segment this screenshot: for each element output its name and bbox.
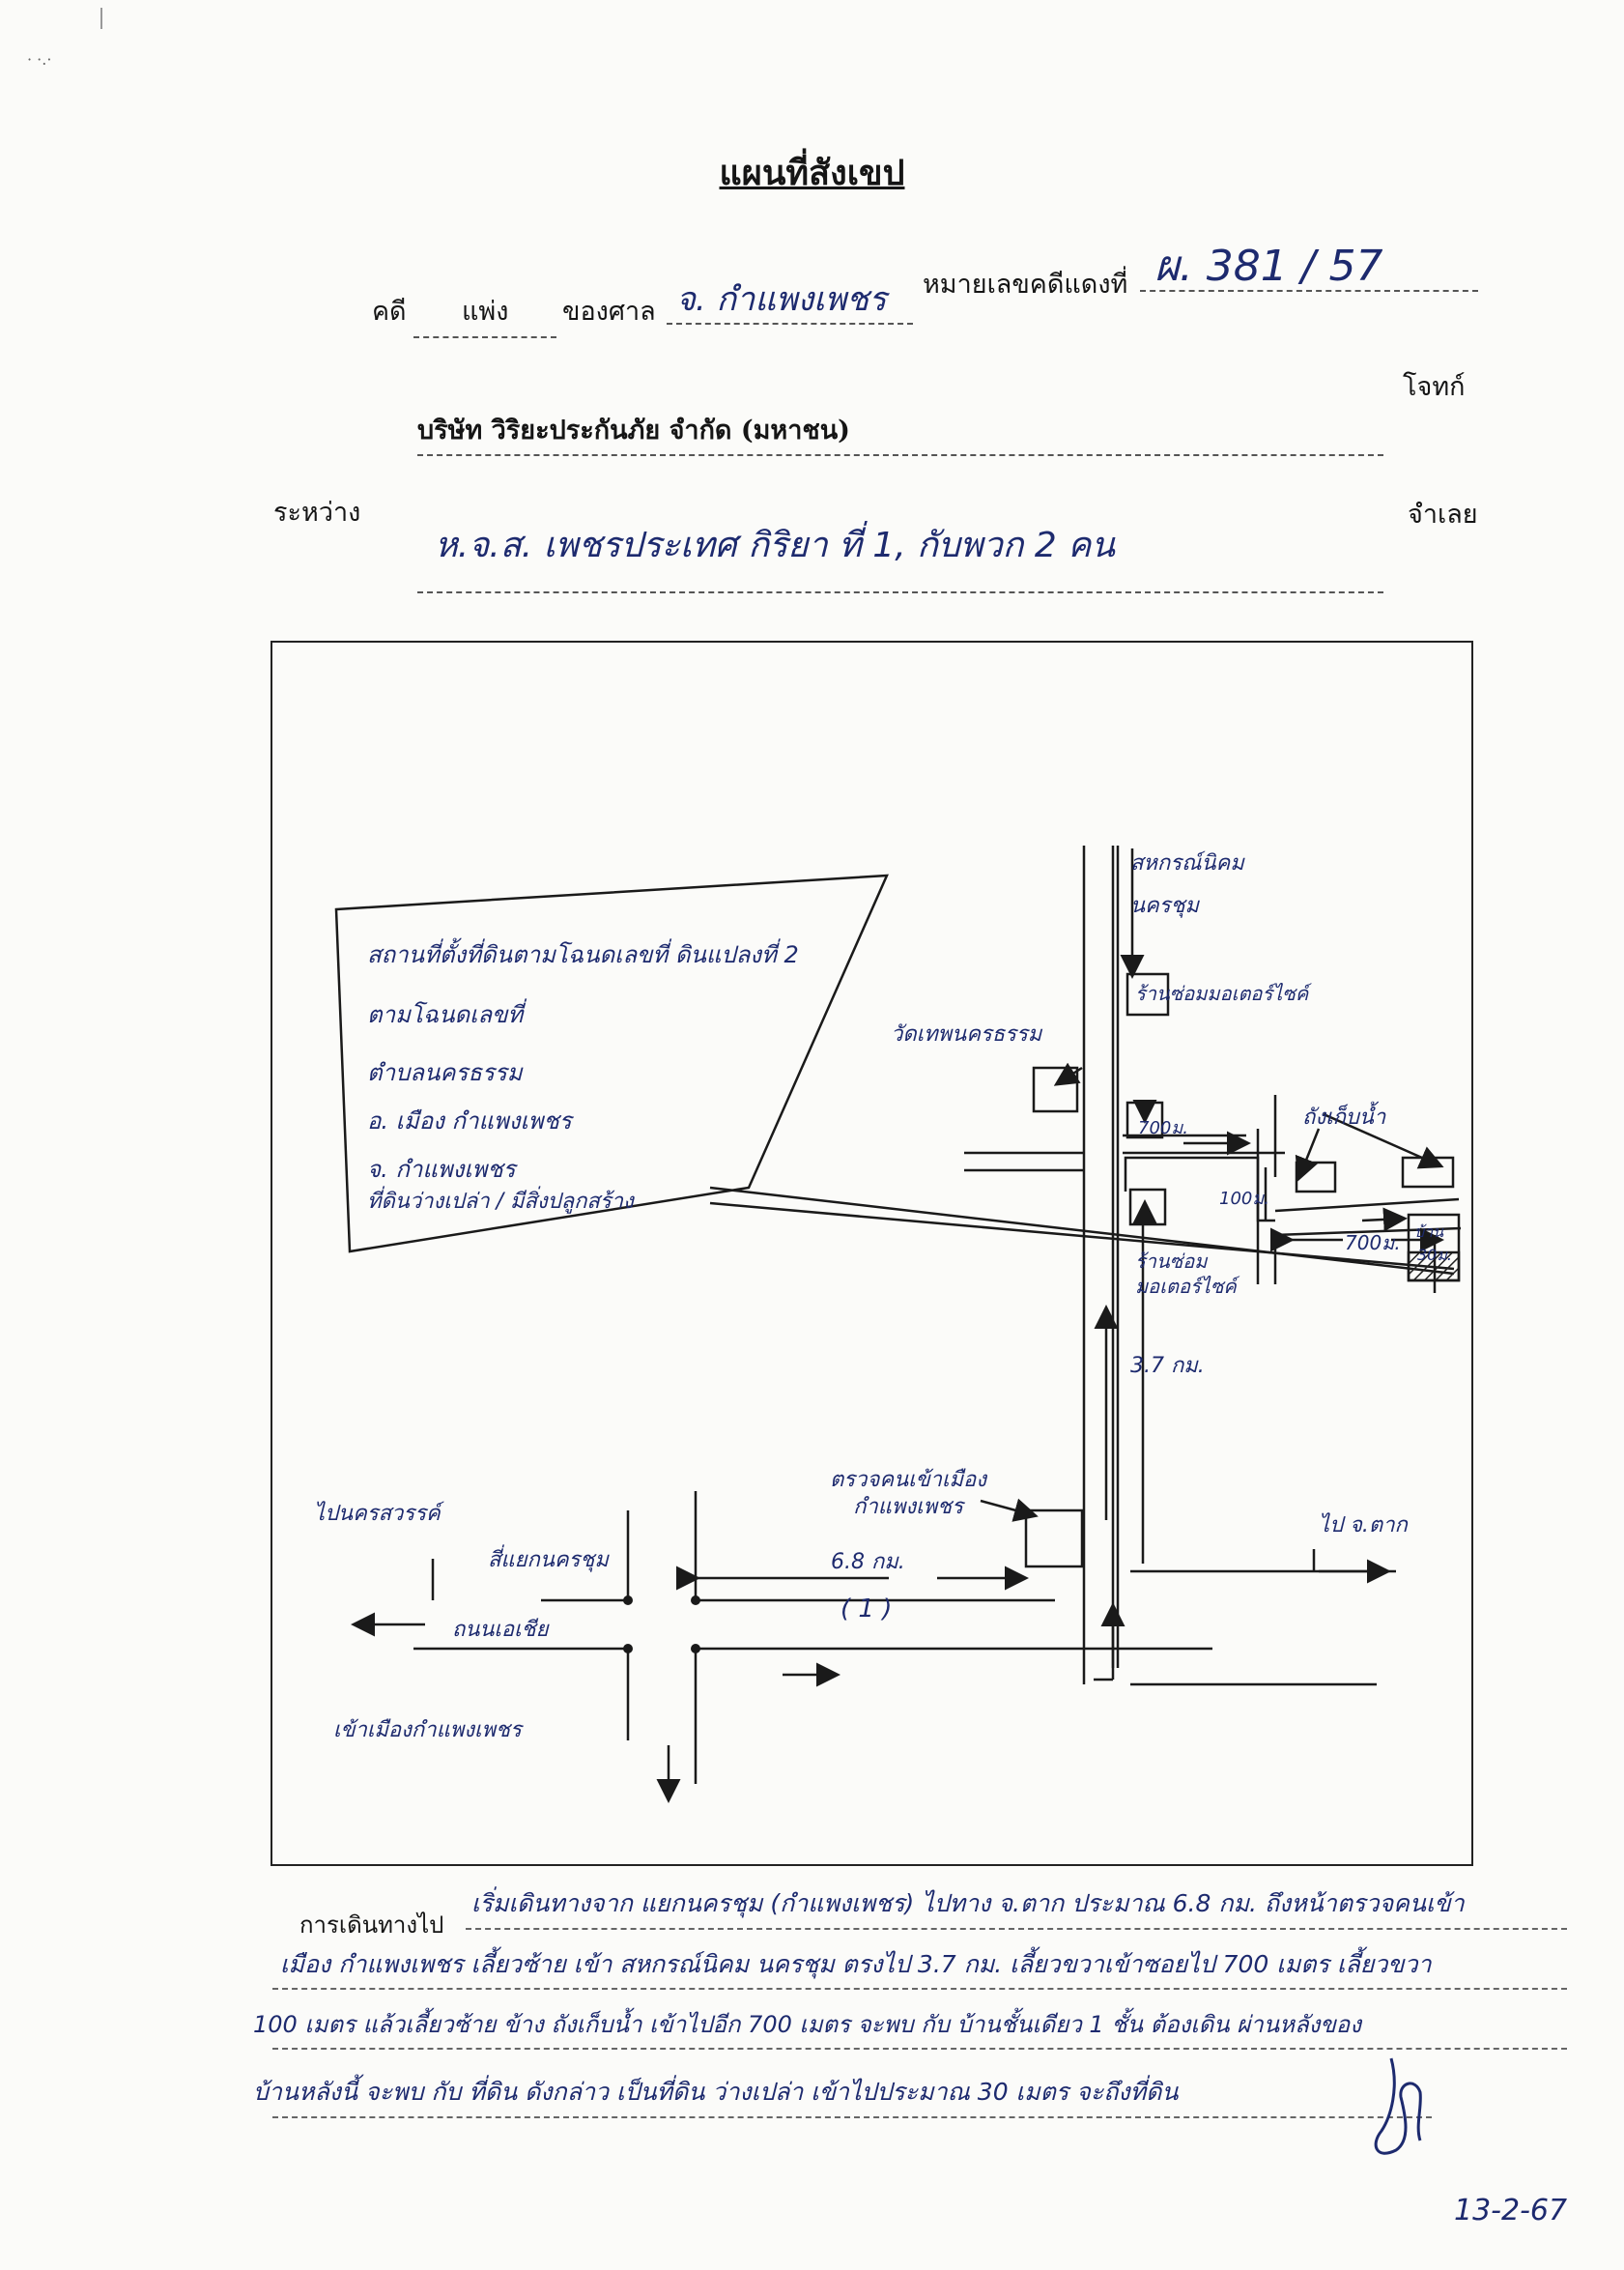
callout-line-4: อ. เมือง กำแพงเพชร — [367, 1107, 572, 1135]
defendant-name: ห.จ.ส. เพชรประเทศ กิริยา ที่ 1, กับพวก 2… — [435, 526, 1115, 565]
water-tower-2 — [1401, 1156, 1455, 1189]
plaintiff-name: บริษัท วิริยะประกันภัย จำกัด (มหาชน) — [417, 416, 850, 445]
directions-line-2: เมือง กำแพงเพชร เลี้ยวซ้าย เข้า สหกรณ์นิ… — [280, 1950, 1432, 1978]
footer-date: 13-2-67 — [1454, 2194, 1568, 2227]
defendant-line — [417, 591, 1383, 593]
house-road-top — [1274, 1197, 1460, 1213]
shop-bottom-building — [1128, 1188, 1167, 1226]
scan-mark — [100, 8, 102, 29]
label-dist-68: 6.8 กม. — [831, 1550, 905, 1574]
plaintiff-role: โจทก์ — [1403, 372, 1466, 402]
label-dist-30: 30ม. — [1417, 1246, 1452, 1264]
court-line — [667, 323, 913, 325]
page-title: แผนที่สังเขป — [719, 153, 905, 193]
plaintiff-line — [417, 454, 1383, 456]
directions-line-4: บ้านหลังนี้ จะพบ กับ ที่ดิน ดังกล่าว เป็… — [253, 2078, 1179, 2106]
route-turn-right — [1124, 1156, 1275, 1222]
sketch-map — [334, 846, 1462, 1803]
police-pointer — [980, 1498, 1039, 1522]
label-water-tower: ถังเก็บน้ำ — [1302, 1106, 1386, 1130]
label-dist-37: 3.7 กม. — [1130, 1354, 1205, 1378]
label-marker: ( 1 ) — [840, 1595, 893, 1623]
label-coop: สหกรณ์นิคม นครชุม — [1130, 851, 1244, 918]
defendant-role: จำเลย — [1408, 500, 1478, 530]
label-dist-700-top: 700ม. — [1138, 1118, 1188, 1138]
case-number-label: หมายเลขคดีแดงที่ — [923, 270, 1128, 300]
scan-specks: · ·.· — [27, 50, 52, 69]
callout-line-5: จ. กำแพงเพชร — [367, 1156, 516, 1183]
callout-line-6: ที่ดินว่างเปล่า / มีสิ่งปลูกสร้าง — [367, 1190, 634, 1214]
court-name: จ. กำแพงเพชร — [676, 280, 887, 319]
directions-label: การเดินทางไป — [299, 1911, 444, 1939]
label-to-city: เข้าเมืองกำแพงเพชร — [333, 1718, 522, 1742]
label-shop-bottom: ร้านซ่อม มอเตอร์ไซค์ — [1135, 1250, 1237, 1298]
callout-pointer-2 — [709, 1201, 1455, 1271]
label-dist-100: 100ม. — [1219, 1189, 1269, 1209]
water-tower-pointer — [1295, 1128, 1321, 1182]
between-label: ระหว่าง — [273, 498, 361, 528]
coop-building — [1125, 972, 1170, 1017]
label-temple: วัดเทพนครธรรม — [891, 1022, 1042, 1047]
case-number: ผ. 381 / 57 — [1154, 242, 1383, 291]
temple-pointer — [1053, 1062, 1083, 1086]
label-asia-road: ถนนเอเชีย — [452, 1618, 549, 1642]
label-shop-top: ร้านซ่อมมอเตอร์ไซค์ — [1135, 982, 1309, 1005]
label-house: บ้าน — [1414, 1222, 1444, 1241]
callout-shape — [334, 874, 889, 1253]
case-type: แพ่ง — [462, 297, 509, 327]
case-type-line — [413, 336, 556, 338]
case-number-line — [1140, 290, 1478, 292]
directions-line-1: เริ่มเดินทางจาก แยกนครชุม (กำแพงเพชร) ไป… — [471, 1889, 1465, 1917]
callout-line-3: ตำบลนครธรรม — [367, 1059, 523, 1086]
label-to-tak: ไป จ.ตาก — [1319, 1513, 1408, 1537]
police-building — [1024, 1509, 1084, 1568]
case-label: คดี — [372, 297, 407, 327]
directions-line-3: 100 เมตร แล้วเลี้ยวซ้าย ข้าง ถังเก็บน้ำ … — [253, 2011, 1361, 2038]
court-label: ของศาล — [562, 297, 656, 327]
label-to-nakhonsawan: ไปนครสวรรค์ — [314, 1502, 441, 1526]
map-frame — [271, 641, 1473, 1866]
callout-line-2: ตามโฉนดเลขที่ — [367, 1001, 524, 1028]
label-dist-700-right: 700ม. — [1345, 1231, 1401, 1254]
callout-pointer — [709, 1186, 1455, 1276]
signature — [1374, 2057, 1422, 2155]
label-police: ตรวจคนเข้าเมือง กำแพงเพชร — [830, 1468, 986, 1519]
callout-line-1: สถานที่ตั้งที่ดินตามโฉนดเลขที่ ดินแปลงที… — [367, 941, 799, 968]
label-nakhonchum-junction: สี่แยกนครชุม — [488, 1548, 609, 1572]
